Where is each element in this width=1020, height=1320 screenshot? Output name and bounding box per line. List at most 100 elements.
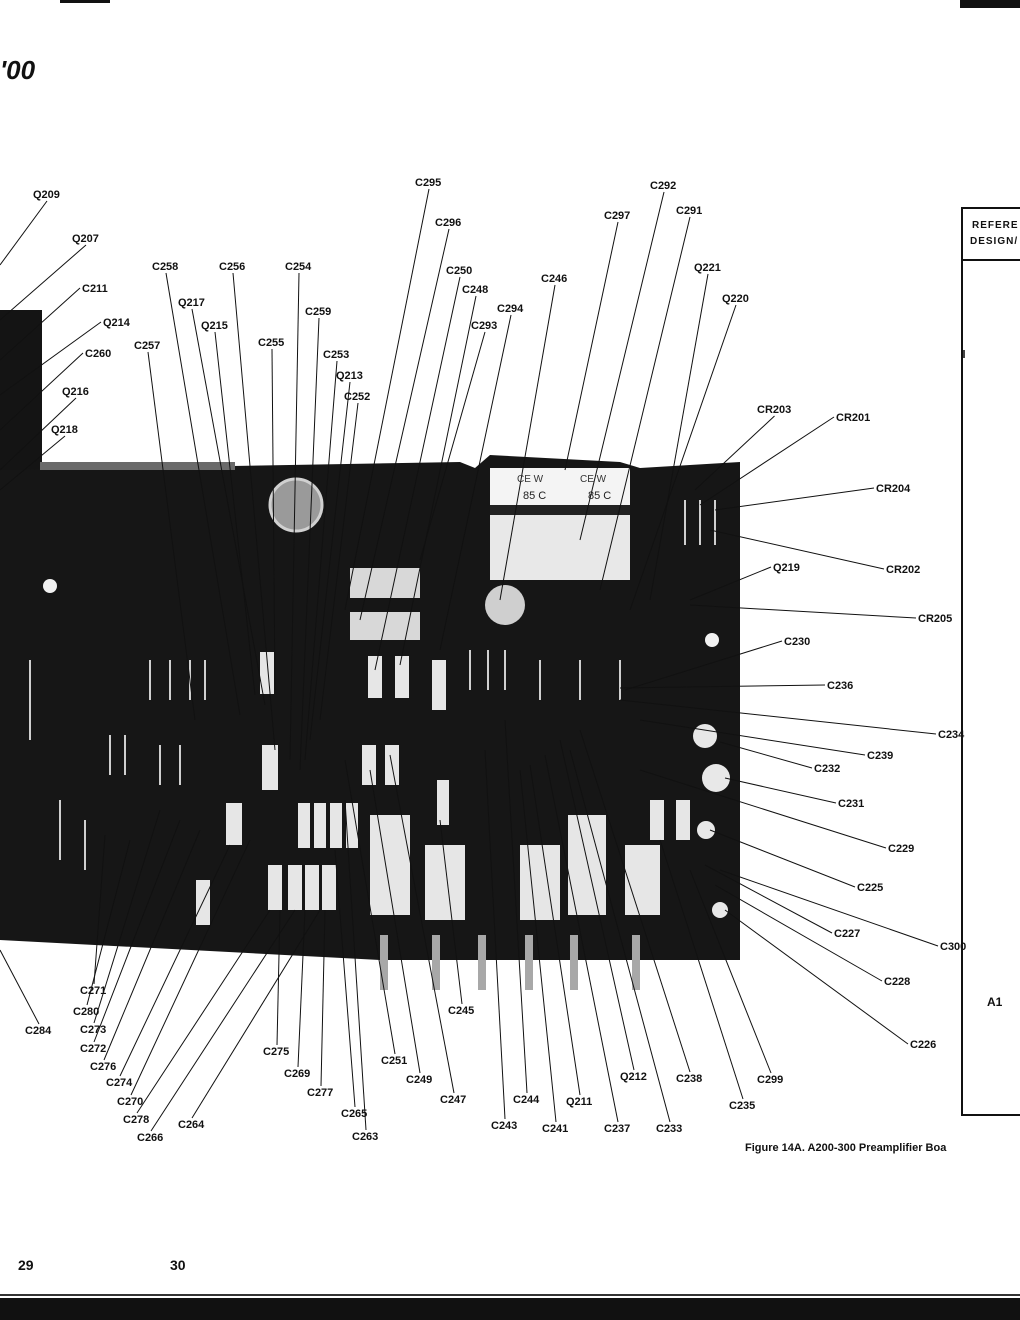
leader-line-c294 xyxy=(439,314,512,651)
callout-label-q211: Q211 xyxy=(566,1096,592,1108)
callout-label-c228: C228 xyxy=(884,976,910,988)
callout-label-c277: C277 xyxy=(307,1087,333,1099)
callout-label-c256: C256 xyxy=(219,261,245,273)
leader-line-c245 xyxy=(439,819,463,1005)
callout-label-q207: Q207 xyxy=(72,233,99,245)
leader-line-c233 xyxy=(569,749,671,1123)
callout-label-c229: C229 xyxy=(888,843,914,855)
leader-line-c284 xyxy=(0,949,40,1025)
callout-leader-lines xyxy=(0,188,939,1132)
leader-line-c235 xyxy=(659,839,744,1100)
leader-line-c246 xyxy=(499,284,556,601)
callout-label-c235: C235 xyxy=(729,1100,755,1112)
callout-label-c269: C269 xyxy=(284,1068,310,1080)
callout-label-c241: C241 xyxy=(542,1123,568,1135)
leader-line-c291 xyxy=(599,216,691,591)
leader-line-c259 xyxy=(299,317,320,771)
leader-line-c253 xyxy=(304,360,338,761)
leader-line-c228 xyxy=(714,884,883,982)
leader-line-c227 xyxy=(704,864,833,934)
callout-label-c232: C232 xyxy=(814,763,840,775)
leader-line-q212 xyxy=(559,739,635,1071)
leader-line-q217 xyxy=(191,308,266,706)
callout-label-c234: C234 xyxy=(938,729,965,741)
callout-label-c247: C247 xyxy=(440,1094,466,1106)
callout-label-c294: C294 xyxy=(497,303,524,315)
callout-label-q216: Q216 xyxy=(62,386,89,398)
reference-table-rule xyxy=(963,259,1020,261)
leader-line-c276 xyxy=(103,829,201,1061)
callout-label-c273: C273 xyxy=(80,1024,106,1036)
top-right-edge-mark xyxy=(960,0,1020,8)
reference-table-heading-line2: DESIGN/ xyxy=(970,236,1019,247)
callout-label-c299: C299 xyxy=(757,1074,783,1086)
callout-label-c259: C259 xyxy=(305,306,331,318)
callout-label-c270: C270 xyxy=(117,1096,143,1108)
left-connector-strip xyxy=(0,310,42,480)
leader-line-c278 xyxy=(136,909,271,1114)
callout-label-q219: Q219 xyxy=(773,562,800,574)
top-edge-mark xyxy=(60,0,110,3)
callout-label-c276: C276 xyxy=(90,1061,116,1073)
callout-label-cr202: CR202 xyxy=(886,564,920,576)
leader-line-q221 xyxy=(649,273,709,601)
leader-line-c241 xyxy=(519,769,557,1123)
circuit-board-photo xyxy=(0,455,740,990)
leader-line-c271 xyxy=(93,834,106,985)
callout-label-c291: C291 xyxy=(676,205,702,217)
capacitor-marking-code-right: CE W xyxy=(580,474,607,485)
callout-label-c284: C284 xyxy=(25,1025,52,1037)
capacitor-marking-temp-left: 85 C xyxy=(523,490,546,502)
callout-label-c246: C246 xyxy=(541,273,567,285)
leader-line-c230 xyxy=(624,640,783,691)
callout-label-c230: C230 xyxy=(784,636,810,648)
callout-label-c271: C271 xyxy=(80,985,106,997)
callout-label-q218: Q218 xyxy=(51,424,78,436)
leader-line-c238 xyxy=(579,729,691,1073)
leader-line-c295 xyxy=(344,188,430,611)
callout-label-c211: C211 xyxy=(82,283,108,295)
leader-line-c231 xyxy=(724,777,837,804)
callout-label-c260: C260 xyxy=(85,348,111,360)
callout-label-c293: C293 xyxy=(471,320,497,332)
callout-label-q215: Q215 xyxy=(201,320,228,332)
leader-line-c260 xyxy=(0,352,84,431)
callout-label-c272: C272 xyxy=(80,1043,106,1055)
leader-line-cr201 xyxy=(699,416,835,506)
callout-label-c231: C231 xyxy=(838,798,864,810)
leader-line-c299 xyxy=(689,869,772,1074)
callout-label-c296: C296 xyxy=(435,217,461,229)
callout-label-cr203: CR203 xyxy=(757,404,791,416)
leader-line-c236 xyxy=(619,684,826,689)
callout-label-c250: C250 xyxy=(446,265,472,277)
leader-line-c257 xyxy=(147,351,196,721)
leader-line-q207 xyxy=(0,244,87,321)
leader-line-c300 xyxy=(719,869,939,947)
callout-label-c266: C266 xyxy=(137,1132,163,1144)
leader-line-c270 xyxy=(130,839,251,1096)
callout-label-c239: C239 xyxy=(867,750,893,762)
page-number-right: 30 xyxy=(170,1257,186,1273)
leader-line-c234 xyxy=(619,699,937,735)
leader-line-c252 xyxy=(319,402,359,721)
leader-line-c255 xyxy=(271,348,276,691)
callout-label-c233: C233 xyxy=(656,1123,682,1135)
callout-label-c251: C251 xyxy=(381,1055,407,1067)
leader-line-c274 xyxy=(119,844,231,1077)
leader-line-c225 xyxy=(709,829,856,888)
callout-label-c244: C244 xyxy=(513,1094,540,1106)
reference-table-row-a1: A1 xyxy=(987,995,1003,1009)
callout-label-c264: C264 xyxy=(178,1119,205,1131)
leader-line-c250 xyxy=(374,276,461,671)
leader-line-c258 xyxy=(165,272,241,716)
reference-table-tick xyxy=(963,350,965,358)
callout-label-c249: C249 xyxy=(406,1074,432,1086)
leader-line-q211 xyxy=(529,764,581,1096)
callout-label-c253: C253 xyxy=(323,349,349,361)
callout-label-q213: Q213 xyxy=(336,370,363,382)
leader-line-q213 xyxy=(309,381,351,741)
callout-label-q220: Q220 xyxy=(722,293,749,305)
callout-label-c275: C275 xyxy=(263,1046,289,1058)
leader-line-c293 xyxy=(419,331,486,561)
